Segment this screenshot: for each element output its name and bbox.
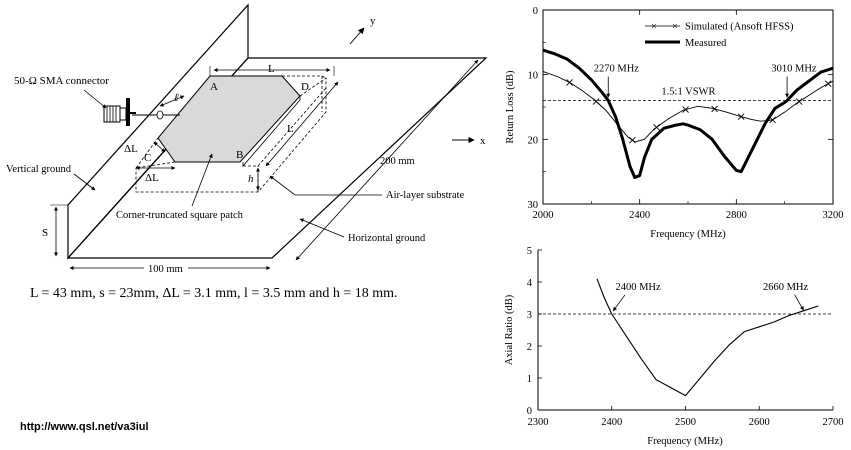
rl-simulated-marker <box>682 106 689 113</box>
dL-upper-label: ΔL <box>124 143 138 155</box>
rl-simulated-marker <box>795 98 803 105</box>
rl-ytick-label: 0 <box>533 6 538 17</box>
rl-simulated-marker <box>566 79 573 86</box>
rl-series-measured <box>542 48 834 179</box>
ar-xlabel: Frequency (MHz) <box>647 436 723 447</box>
rl-legend: × × Simulated (Ansoft HFSS) Measured <box>645 22 794 49</box>
legend-measured-label: Measured <box>685 38 727 49</box>
patch-label: Corner-truncated square patch <box>116 210 244 221</box>
ar-annotation-2400: 2400 MHz <box>615 282 661 293</box>
antenna-diagram: 50-Ω SMA connector ℓ L L A D B C ΔL ΔL h… <box>6 3 488 275</box>
feed-point <box>156 110 164 120</box>
ar-ytick-label: 2 <box>527 342 532 353</box>
legend-simulated-label: Simulated (Ansoft HFSS) <box>685 22 794 33</box>
ar-series-line <box>596 278 819 397</box>
ar-annotation-2660: 2660 MHz <box>763 282 809 293</box>
ar-xtick-label: 2400 <box>601 417 622 428</box>
corner-C: C <box>144 152 151 164</box>
rl-annotation-2270: 2270 MHz <box>594 63 640 74</box>
air-layer-leader <box>269 175 382 196</box>
patch-leader <box>191 153 213 207</box>
S-label: S <box>42 227 48 239</box>
rl-simulated-marker <box>592 98 600 105</box>
rl-annotation-3010: 3010 MHz <box>771 63 817 74</box>
dim-100mm-mask <box>144 262 188 274</box>
ar-xtick-label: 2300 <box>528 417 549 428</box>
corner-D: D <box>301 81 309 93</box>
y-axis-arrow <box>349 27 365 45</box>
source-url[interactable]: http://www.qsl.net/va3iul <box>20 421 149 433</box>
rl-xtick-label: 2800 <box>726 210 747 221</box>
dL-lower-label: ΔL <box>145 172 159 184</box>
L-top-label: L <box>268 63 275 75</box>
dL-upper-dimension <box>153 141 166 153</box>
ar-xtick-label: 2600 <box>749 417 770 428</box>
sma-leader <box>83 89 107 109</box>
ar-annotation-2660-leader <box>794 294 804 311</box>
rl-ylabel: Return Loss (dB) <box>505 70 516 143</box>
rl-xtick-label: 2400 <box>629 210 650 221</box>
ar-ylabel: Axial Ratio (dB) <box>504 294 515 365</box>
ar-ytick-label: 4 <box>527 278 533 289</box>
rl-ytick-label: 20 <box>528 135 539 146</box>
h-label: h <box>248 173 254 185</box>
rl-simulated-marker <box>824 80 832 88</box>
ell-dimension <box>159 95 185 107</box>
return-loss-chart: 2000 2400 2800 3200 0 10 20 30 1.5:1 VSWR 2270 … <box>505 6 844 240</box>
rl-vswr-label: 1.5:1 VSWR <box>661 87 715 98</box>
rl-simulated-marker <box>737 113 745 121</box>
dim-100mm-text: 100 mm <box>148 264 183 275</box>
patch-shape <box>157 75 301 163</box>
rl-simulated-marker <box>711 105 718 113</box>
rl-ytick-label: 10 <box>528 71 539 82</box>
ar-ytick-label: 0 <box>527 406 532 417</box>
rl-ytick-label: 30 <box>528 200 539 211</box>
air-layer-label: Air-layer substrate <box>386 190 465 201</box>
corner-A: A <box>210 81 218 93</box>
ell-label: ℓ <box>174 92 179 104</box>
ar-ytick-label: 3 <box>527 310 532 321</box>
legend-simulated-marker: × <box>651 22 657 33</box>
rl-xtick-label: 2000 <box>533 210 554 221</box>
sma-label: 50-Ω SMA connector <box>14 75 109 87</box>
x-axis-label: x <box>480 135 486 147</box>
rl-simulated-marker <box>653 123 660 131</box>
axial-ratio-chart: 2300 2400 2500 2600 2700 0 1 2 3 4 5 2400 MHz 2660… <box>504 246 844 447</box>
dimensions-caption: L = 43 mm, s = 23mm, ΔL = 3.1 mm, l = 3.… <box>30 286 398 301</box>
rl-xtick-label: 3200 <box>823 210 844 221</box>
dim-200mm-line <box>295 59 479 261</box>
rl-xlabel: Frequency (MHz) <box>650 229 726 240</box>
L-side-label: L <box>287 123 294 135</box>
ar-ytick-label: 5 <box>527 246 532 257</box>
corner-B: B <box>236 149 243 161</box>
sma-connector-icon <box>103 98 136 126</box>
y-axis-label: y <box>370 15 376 27</box>
ar-xtick-label: 2700 <box>823 417 844 428</box>
dim-200mm-label: 200 mm <box>380 156 415 167</box>
vertical-ground-label: Vertical ground <box>6 164 72 175</box>
horizontal-ground-label: Horizontal ground <box>348 233 426 244</box>
rl-simulated-marker <box>629 136 636 144</box>
ar-ytick-label: 1 <box>527 374 532 385</box>
vertical-ground-leader <box>73 173 96 191</box>
rl-simulated-marker <box>769 116 776 124</box>
ar-annotation-2400-leader <box>612 294 626 312</box>
horizontal-ground-leader <box>299 218 345 238</box>
ar-xtick-label: 2500 <box>675 417 696 428</box>
legend-simulated-marker: × <box>672 22 678 33</box>
